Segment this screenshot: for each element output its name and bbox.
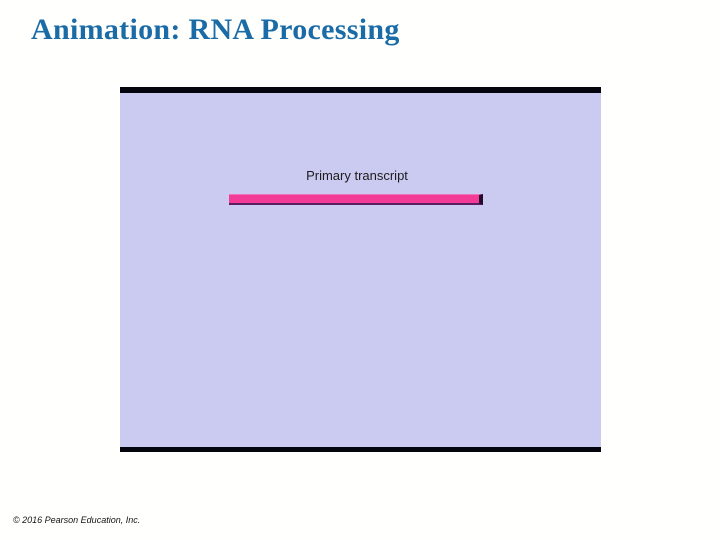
animation-canvas: Primary transcript: [120, 93, 601, 447]
animation-frame[interactable]: Primary transcript: [120, 87, 601, 452]
frame-top-border: [120, 87, 601, 93]
primary-transcript-label: Primary transcript: [306, 168, 408, 183]
slide-title: Animation: RNA Processing: [31, 13, 400, 46]
frame-bottom-border: [120, 447, 601, 452]
primary-transcript-bar: [229, 194, 483, 205]
copyright-footer: © 2016 Pearson Education, Inc.: [13, 515, 141, 525]
